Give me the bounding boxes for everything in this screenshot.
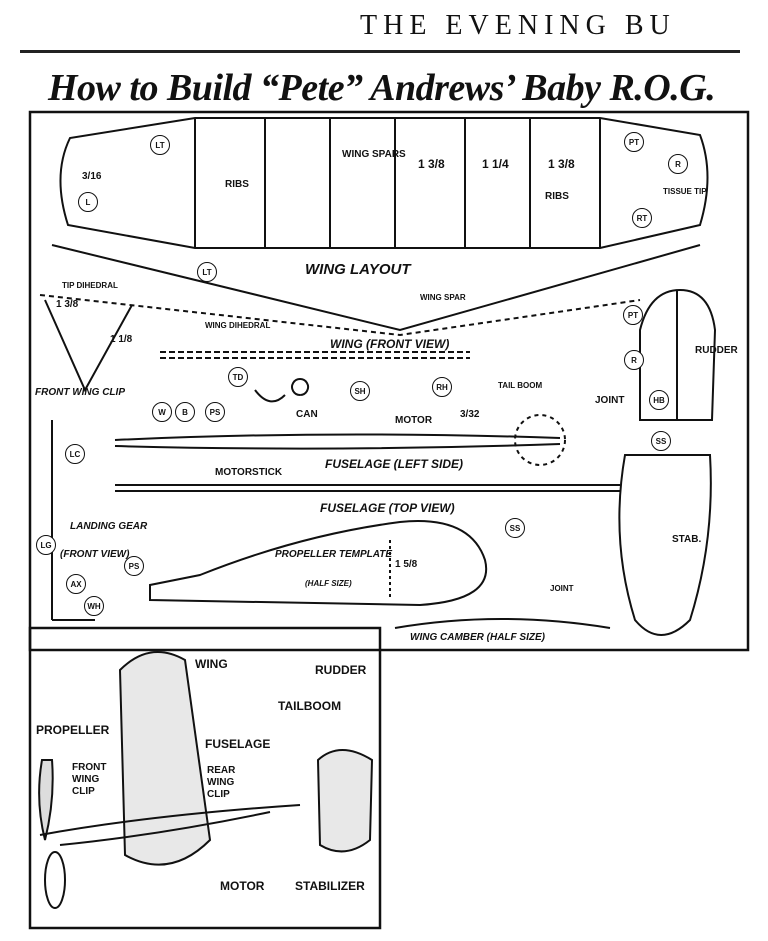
rudder-label: RUDDER [695,345,738,356]
part-marker: PS [124,556,144,576]
propeller-template-label: PROPELLER TEMPLATE [275,549,393,560]
dim-c: 1 3/8 [548,157,575,171]
motorstick-label: MOTORSTICK [215,467,283,478]
fuselage-top-label: FUSELAGE (TOP VIEW) [320,501,455,515]
part-marker: PS [205,402,225,422]
landing-gear-label: LANDING GEAR [70,521,148,532]
assembly-fuselage [39,804,301,836]
masthead-rule [20,50,740,53]
assembly-wing [118,651,212,866]
part-marker: R [624,350,644,370]
half-size-label: (HALF SIZE) [305,579,352,588]
part-marker: PT [623,305,643,325]
part-marker: RT [632,208,652,228]
assembly-wing-label: WING [195,657,228,671]
wing-spars-label: WING SPARS [342,149,406,160]
rudder-outline [639,288,717,421]
part-marker: SS [505,518,525,538]
joint-bottom-label: JOINT [550,584,574,593]
dim-a: 1 3/8 [418,157,445,171]
dim-1-1-8: 1 1/8 [110,334,133,345]
wing-outline [59,117,709,249]
wing-camber [394,618,611,629]
assembly-rear-wing-clip-label: REAR WING CLIP [207,765,236,800]
part-marker: B [175,402,195,422]
motorstick [115,484,620,492]
wing-spar-label: WING SPAR [420,293,466,302]
dim-1-5-8: 1 5/8 [395,559,418,570]
wing-camber-label: WING CAMBER (HALF SIZE) [410,632,545,643]
motor-label: MOTOR [395,415,433,426]
assembly-fuselage-label: FUSELAGE [205,737,271,751]
assembly-front-wing-clip-label: FRONT WING CLIP [72,762,107,797]
propeller-template [149,520,488,607]
part-marker: WH [84,596,104,616]
assembly-motor [59,811,271,846]
part-marker: R [668,154,688,174]
assembly-stabilizer [316,749,374,853]
stab-label: STAB. [672,534,702,545]
stabilizer-outline [618,454,712,636]
part-marker: LT [150,135,170,155]
plan-frame [28,110,750,652]
part-marker: W [152,402,172,422]
wing-dihedral-label: WING DIHEDRAL [205,321,271,330]
tip-dihedral-label: TIP DIHEDRAL [62,281,118,290]
landing-gear [51,420,95,621]
wing-front-view-label: WING (FRONT VIEW) [330,337,450,351]
tissue-tip-label: TISSUE TIP [663,187,707,196]
front-wing-clip [44,299,133,393]
part-marker: SH [350,381,370,401]
ribs-right-label: RIBS [545,191,569,202]
article-title: How to Build “Pete” Andrews’ Baby R.O.G. [48,67,716,109]
dim-1-3-8: 1 3/8 [56,299,79,310]
front-view-label: (FRONT VIEW) [60,549,130,560]
assembly-rudder-label: RUDDER [315,663,367,677]
joint-top-label: JOINT [595,395,625,406]
assembly-stabilizer-label: STABILIZER [295,879,365,893]
part-marker: TD [228,367,248,387]
part-marker: RH [432,377,452,397]
dim-b: 1 1/4 [482,157,509,171]
can-label: CAN [296,409,318,420]
assembly-propeller-label: PROPELLER [36,723,110,737]
wing-layout-label: WING LAYOUT [305,261,411,278]
assembly-tailboom-label: TAILBOOM [278,699,342,713]
assembly-propeller [38,759,54,841]
dim-3-32: 3/32 [460,409,480,420]
part-marker: LT [197,262,217,282]
part-marker: HB [649,390,669,410]
ribs-left-label: RIBS [225,179,249,190]
wing-spar-line [51,244,701,332]
part-marker: LC [65,444,85,464]
wing-front-view [160,351,470,359]
tail-boom-label: TAIL BOOM [498,381,543,390]
assembly-motor-label: MOTOR [220,879,265,893]
fuselage-left [114,433,561,450]
front-wing-clip-label: FRONT WING CLIP [35,387,125,398]
dim-left-tip: 3/16 [82,171,102,182]
part-marker: LG [36,535,56,555]
fuselage-left-label: FUSELAGE (LEFT SIDE) [325,457,463,471]
part-marker: L [78,192,98,212]
part-marker: AX [66,574,86,594]
part-marker: SS [651,431,671,451]
assembly-frame [28,626,382,930]
part-marker: PT [624,132,644,152]
newspaper-masthead: THE EVENING BU [360,10,676,41]
